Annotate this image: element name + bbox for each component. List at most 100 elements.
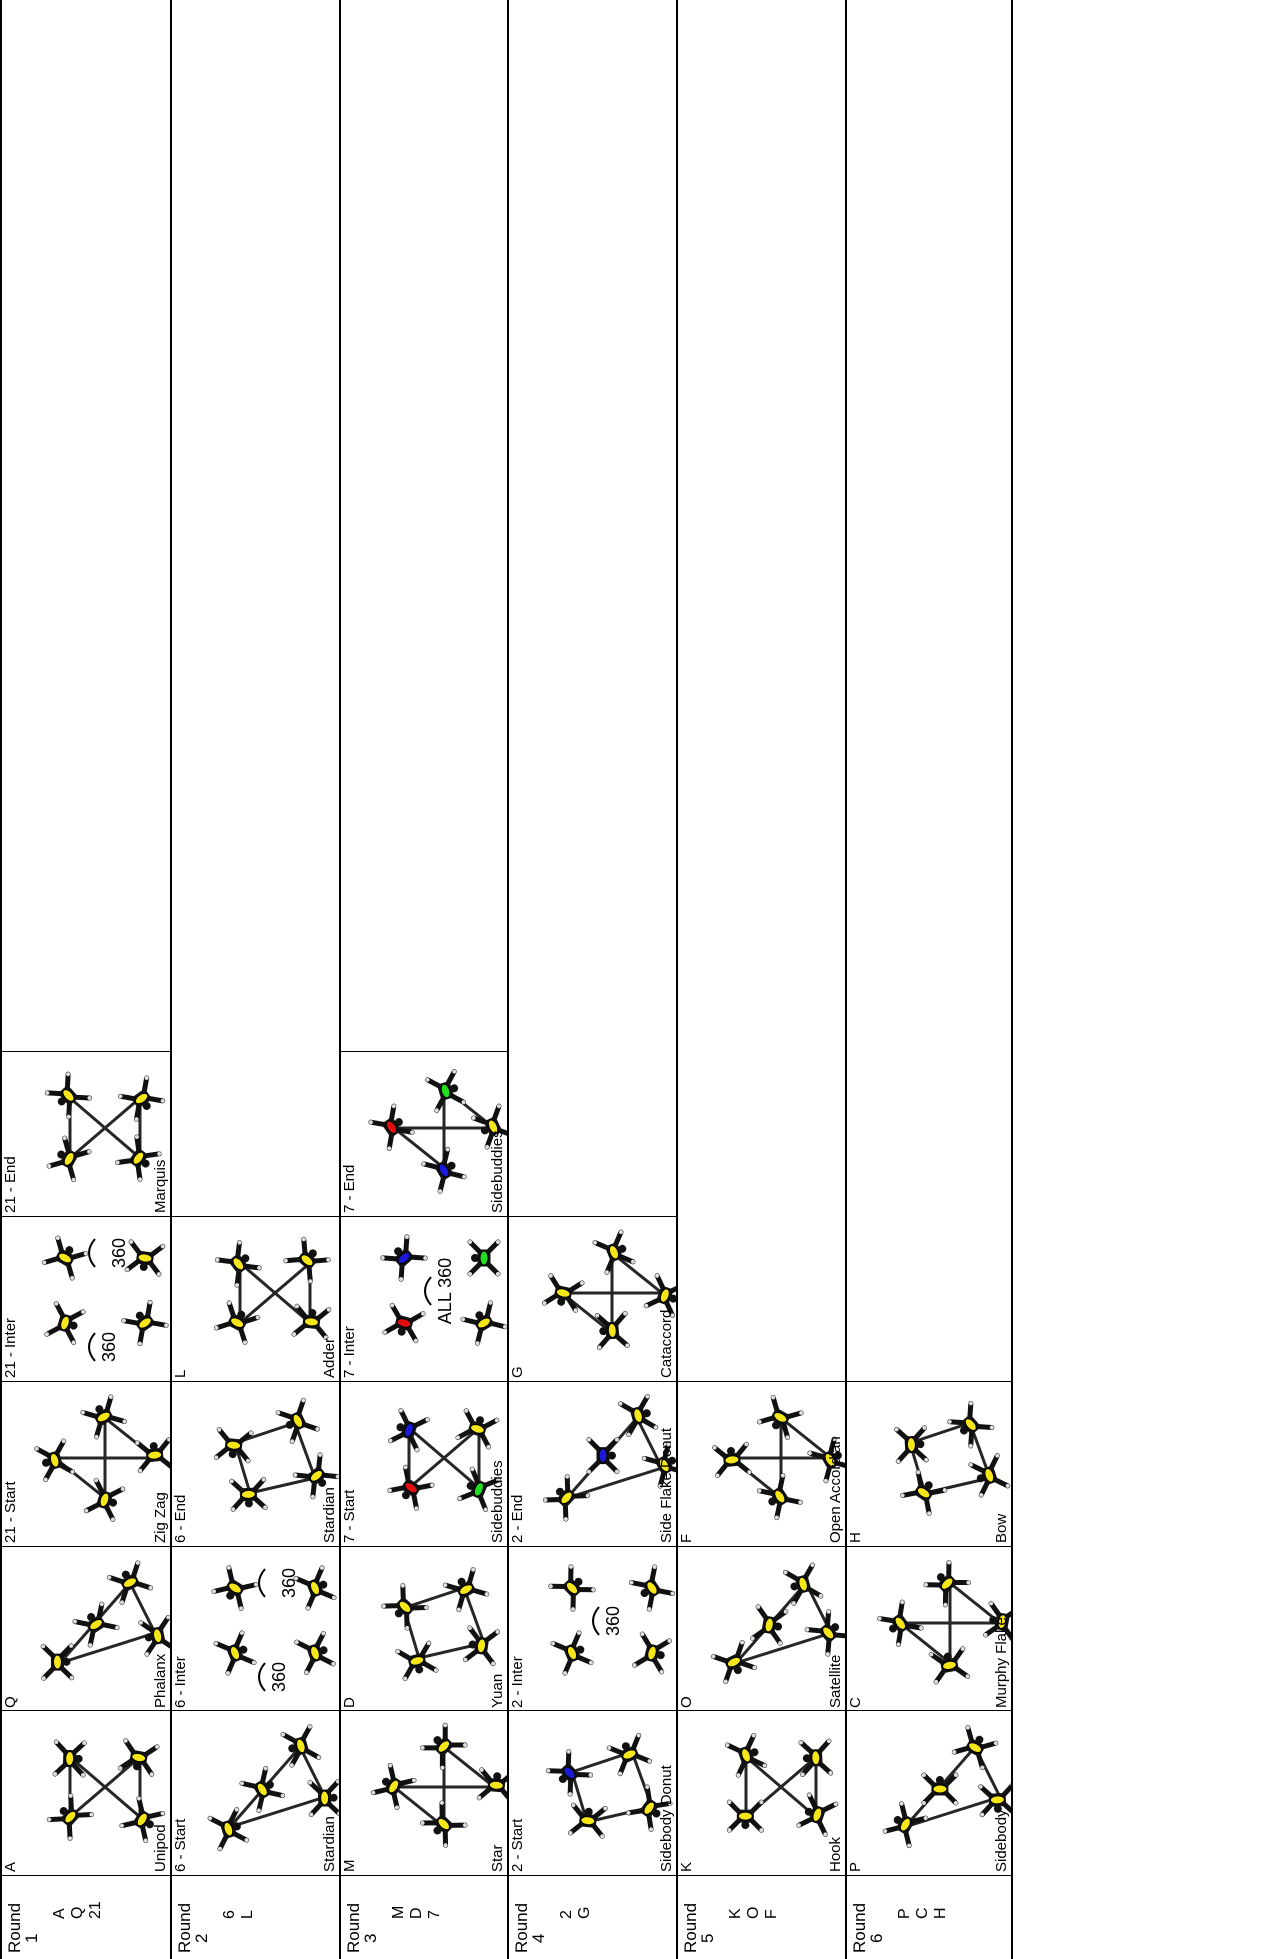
formation-name: Cataccord (659, 1310, 675, 1378)
empty-cell (341, 0, 507, 1051)
rotation-arrow (89, 1333, 95, 1361)
skydiver-figure (381, 1583, 429, 1631)
formation-diagram (696, 1381, 845, 1538)
round-header: Round5KOF (678, 1875, 845, 1959)
skydiver-figure (135, 1437, 170, 1473)
formation-name: Adder (322, 1338, 338, 1378)
skydiver-figure (293, 1565, 336, 1610)
rotation-annotation: 360 (99, 1332, 119, 1362)
formation-name: Satellite (828, 1655, 844, 1708)
formation-diagram (20, 1546, 170, 1703)
formation-name: Yuan (490, 1674, 506, 1708)
formation-cell: L Adder (172, 1216, 339, 1381)
inter-diagram: 360 (527, 1546, 676, 1703)
formation-diagram (190, 1381, 339, 1538)
formation-label: F (679, 1534, 695, 1543)
skydiver-figure (34, 1439, 75, 1482)
sequence-item: O (746, 1876, 762, 1953)
round-title: Round (6, 1876, 23, 1953)
rotation-annotation: 360 (109, 1238, 129, 1268)
round-header: Round6PCH (847, 1875, 1011, 1959)
skydiver-figure (294, 1631, 336, 1675)
formation-name: Unipod (153, 1824, 169, 1872)
formation-name: Stardian (322, 1487, 338, 1543)
formation-diagram (865, 1710, 1011, 1867)
formation-name: Star (490, 1844, 506, 1872)
skydiver-figure (214, 1427, 253, 1463)
formation-label: 21 - Inter (3, 1318, 19, 1378)
formation-name: Hook (828, 1837, 844, 1872)
formation-label: H (848, 1532, 864, 1543)
formation-name: Bow (994, 1514, 1010, 1543)
formation-cell: C Murphy Flake (847, 1546, 1011, 1711)
sequence-item: C (915, 1876, 931, 1953)
formation-diagram (359, 1546, 507, 1703)
formation-label: C (848, 1697, 864, 1708)
skydiver-figure (712, 1442, 751, 1478)
sequence-item: 21 (88, 1876, 104, 1953)
formation-name: Sidebuddies (490, 1130, 506, 1213)
sequence-item: M (391, 1876, 407, 1953)
rotation-arrow (259, 1663, 265, 1691)
round-number: 1 (23, 1876, 40, 1953)
formation-cell: 7 - EndSidebuddies (341, 1051, 507, 1216)
skydiver-figure (215, 1240, 262, 1288)
formation-diagram (527, 1216, 676, 1373)
skydiver-figure (213, 1630, 256, 1675)
rotation-annotation: 360 (269, 1662, 289, 1692)
formation-label: M (342, 1860, 358, 1873)
formation-diagram (190, 1710, 339, 1867)
formation-name: Side Flake Donut (659, 1428, 675, 1543)
round-number: 3 (362, 1876, 379, 1953)
formation-diagram (20, 1051, 170, 1208)
formation-cell: A Unipod (2, 1710, 170, 1875)
skydiver-figure (442, 1567, 489, 1612)
formation-name: Marquis (153, 1160, 169, 1213)
sequence-item: K (728, 1876, 744, 1953)
formation-cell: PSidebody (847, 1710, 1011, 1875)
skydiver-figure (41, 1644, 74, 1681)
formation-diagram (696, 1546, 845, 1703)
sequence-item: 6 (222, 1876, 238, 1953)
rotation-annotation: 360 (279, 1568, 299, 1598)
round-title: Round (176, 1876, 193, 1953)
formation-name: Sidebody Donut (659, 1765, 675, 1872)
skydiver-figure (308, 1780, 339, 1817)
formation-name: Phalanx (153, 1654, 169, 1708)
skydiver-figure (468, 1240, 500, 1276)
skydiver-figure (292, 1304, 331, 1340)
sequence-item: P (897, 1876, 913, 1953)
formation-label: L (173, 1370, 189, 1378)
skydiver-figure (276, 1398, 321, 1444)
formation-name: Zig Zag (153, 1492, 169, 1543)
formation-label: 2 - Start (510, 1819, 526, 1872)
formation-cell: H Bow (847, 1381, 1011, 1546)
skydiver-figure (107, 1560, 154, 1605)
rotation-annotation: ALL 360 (435, 1258, 455, 1324)
skydiver-figure (968, 1453, 1010, 1497)
skydiver-figure (783, 1563, 823, 1606)
formation-cell: 2 - End Side Flake Donut (509, 1381, 676, 1546)
formation-label: 2 - End (510, 1495, 526, 1543)
formation-cell: 7 - StartSidebuddies (341, 1381, 507, 1546)
formation-diagram (527, 1381, 676, 1538)
round-number: 5 (699, 1876, 716, 1953)
formation-cell: DYuan (341, 1546, 507, 1711)
skydiver-figure (44, 1301, 85, 1345)
inter-diagram: 360 360 (190, 1546, 339, 1703)
rotation-arrow (593, 1607, 599, 1635)
formation-name: Murphy Flake (994, 1617, 1010, 1708)
formation-name: Stardian (322, 1816, 338, 1872)
formation-label: A (3, 1862, 19, 1872)
